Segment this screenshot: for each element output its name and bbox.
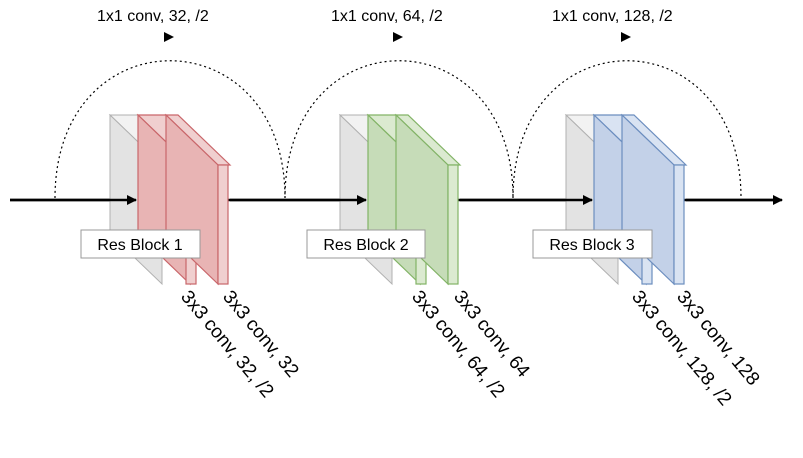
block-name-box-2: Res Block 2 bbox=[306, 229, 426, 259]
block-name-2: Res Block 2 bbox=[323, 237, 408, 254]
skip-label-2: 1x1 conv, 64, /2 bbox=[331, 8, 443, 25]
skip-arrowhead-3 bbox=[621, 32, 631, 42]
skip-arrowheads bbox=[164, 32, 631, 42]
conv-layer-b-edge bbox=[217, 164, 229, 285]
skip-arrowhead-2 bbox=[393, 32, 403, 42]
block-name-box-1: Res Block 1 bbox=[80, 229, 201, 259]
skip-arrowhead-1 bbox=[164, 32, 174, 42]
block-name-3: Res Block 3 bbox=[549, 237, 634, 254]
skip-arc-3 bbox=[512, 60, 742, 199]
skip-connections bbox=[54, 60, 742, 199]
skip-arc-1 bbox=[54, 60, 286, 199]
block-name-1: Res Block 1 bbox=[97, 237, 182, 254]
skip-arc-2 bbox=[284, 60, 514, 199]
block-name-box-3: Res Block 3 bbox=[532, 229, 653, 259]
skip-label-1: 1x1 conv, 32, /2 bbox=[97, 8, 209, 25]
skip-label-3: 1x1 conv, 128, /2 bbox=[552, 8, 673, 25]
conv-layer-b-edge bbox=[447, 164, 459, 285]
conv-layer-b-edge bbox=[673, 164, 685, 285]
